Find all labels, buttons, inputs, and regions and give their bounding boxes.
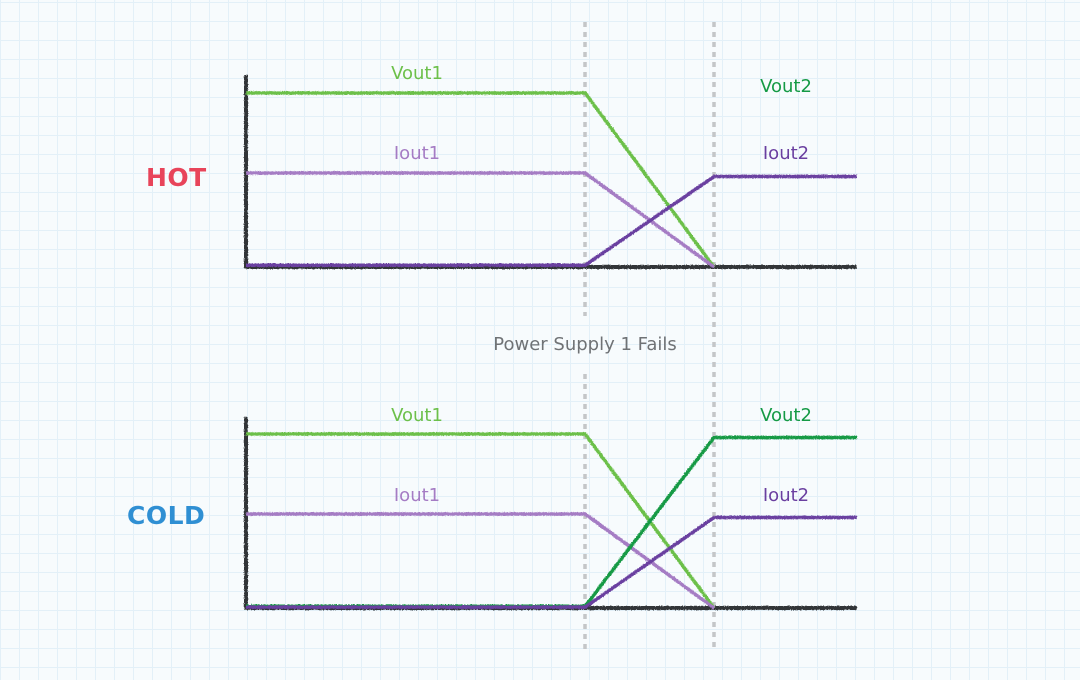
hot-iout2-line (246, 174, 857, 268)
hot-panel-label: HOT (146, 163, 207, 192)
cold-iout1-label: Iout1 (394, 485, 440, 506)
cold-panel-label: COLD (127, 501, 206, 530)
hot-iout1-label: Iout1 (394, 143, 440, 164)
hot-vout1-label: Vout1 (391, 63, 443, 84)
hot-iout2-label: Iout2 (763, 143, 809, 164)
cold-vout1-line (246, 432, 716, 610)
cold-iout1-line (246, 512, 716, 610)
hot-panel (244, 75, 857, 270)
cold-vout2-label: Vout2 (760, 405, 812, 426)
hot-vout2-label: Vout2 (760, 76, 812, 97)
cold-vout2-line (246, 435, 857, 609)
cold-iout2-line (246, 515, 857, 609)
cold-panel (244, 417, 857, 611)
hot-iout1-line (246, 171, 716, 269)
cold-iout2-label: Iout2 (763, 485, 809, 506)
hot-vout1-line (246, 91, 716, 269)
hot-axes (244, 75, 857, 269)
power-supply-fails-annotation: Power Supply 1 Fails (493, 334, 677, 355)
cold-vout1-label: Vout1 (391, 405, 443, 426)
